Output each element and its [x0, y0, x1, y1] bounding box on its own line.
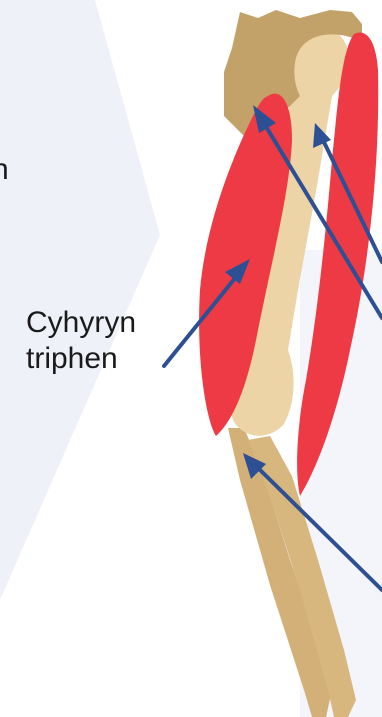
triceps-label: Cyhyryn triphen — [26, 305, 136, 377]
background-chevron — [0, 0, 160, 600]
triceps-label-line1: Cyhyryn — [26, 305, 136, 341]
triceps-label-line2: triphen — [26, 341, 136, 377]
cut-off-label-fragment: n — [0, 152, 9, 188]
